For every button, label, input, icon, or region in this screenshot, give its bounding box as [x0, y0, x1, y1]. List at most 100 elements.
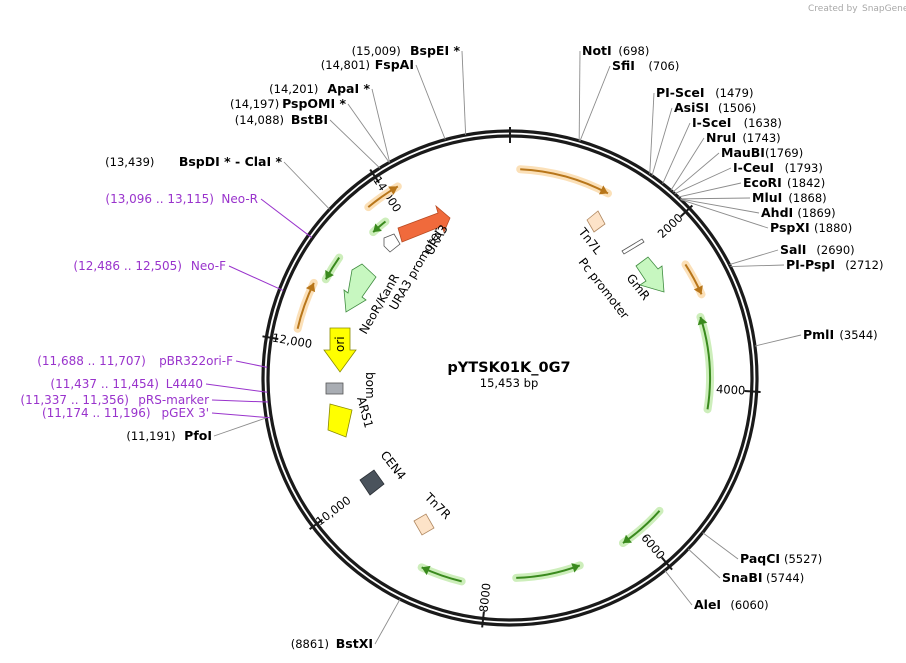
feature-cen4[interactable]: CEN4: [359, 448, 409, 496]
site-bstbi[interactable]: BstBI(14,088): [235, 112, 328, 127]
site-bspdi-clai-[interactable]: BspDI * - ClaI *(13,439): [105, 154, 282, 169]
site-name: MauBI: [721, 145, 765, 160]
feature-arc-arrow: [622, 534, 632, 544]
feature-arc-arrow: [697, 316, 708, 326]
primer-range: (11,688 .. 11,707): [37, 354, 146, 368]
feature-tn7r[interactable]: Tn7R: [413, 490, 454, 536]
site-bspei-[interactable]: BspEI *(15,009): [352, 43, 461, 58]
feature-ura3-promoter[interactable]: URA3 promoter: [383, 226, 445, 313]
site-pos: (698): [618, 44, 649, 58]
site-name: SnaBI: [722, 570, 763, 585]
site-leader: [329, 119, 381, 169]
feature-arc-arrow: [305, 282, 316, 293]
site-name: BstBI: [291, 112, 328, 127]
primer-range: (11,174 .. 11,196): [42, 406, 151, 420]
site-pos: (5744): [766, 571, 804, 585]
primer-leader: [260, 198, 312, 238]
site-noti[interactable]: NotI (698): [582, 43, 649, 58]
map-title: pYTSK01K_0G7: [447, 360, 570, 376]
site-ahdi[interactable]: AhdI(1869): [761, 205, 836, 220]
site-pi-scei[interactable]: PI-SceI(1479): [656, 85, 753, 100]
site-leader: [374, 598, 401, 645]
tick-label: 12,000: [271, 331, 313, 351]
feature-arc[interactable]: [520, 168, 609, 195]
site-leader: [651, 107, 673, 177]
site-pos: (6060): [730, 598, 768, 612]
primer-leader: [205, 383, 268, 393]
site-pfoi[interactable]: PfoI(11,191): [126, 428, 212, 443]
site-ecori[interactable]: EcoRI(1842): [743, 175, 825, 190]
feature-tn7l[interactable]: Tn7L: [575, 210, 606, 257]
site-pspomi-[interactable]: PspOMI *(14,197): [230, 96, 346, 111]
site-leader: [664, 570, 693, 606]
site-pos: (14,201): [269, 82, 318, 96]
primer-neo-f[interactable]: Neo-F(12,486 .. 12,505): [73, 259, 226, 273]
site-name: BspDI * - ClaI *: [179, 154, 283, 169]
feature-arc-glow: [512, 561, 584, 582]
primer-range: (11,337 .. 11,356): [20, 393, 129, 407]
primer-prs-marker[interactable]: pRS-marker(11,337 .. 11,356): [20, 393, 209, 407]
site-pos: (1880): [814, 221, 852, 235]
site-snabi[interactable]: SnaBI(5744): [722, 570, 804, 585]
site-leader: [579, 65, 611, 142]
primer-neo-r[interactable]: Neo-R(13,096 .. 13,115): [105, 192, 258, 206]
site-pos: (1479): [715, 86, 753, 100]
site-name: SalI: [780, 242, 806, 257]
site-leader: [461, 50, 467, 136]
feature-arc-glow: [516, 165, 612, 198]
site-name: NotI: [582, 43, 612, 58]
site-bstxi[interactable]: BstXI(8861): [291, 636, 373, 651]
tick-label: 10,000: [313, 493, 354, 528]
site-pos: (1638): [744, 116, 782, 130]
feature-arc[interactable]: [699, 316, 711, 410]
site-alei[interactable]: AleI(6060): [694, 597, 769, 612]
site-sfii[interactable]: SfiI(706): [612, 58, 679, 73]
site-i-scei[interactable]: I-SceI (1638): [692, 115, 782, 130]
feature-pc-promoter-label: Pc promoter: [576, 255, 632, 321]
primer-pgex-3-[interactable]: pGEX 3'(11,174 .. 11,196): [42, 406, 209, 420]
site-paqci[interactable]: PaqCI(5527): [740, 551, 822, 566]
site-leader: [283, 161, 330, 210]
primer-range: (12,486 .. 12,505): [73, 259, 182, 273]
feature-arc-arrow: [373, 223, 382, 233]
primer-l4440[interactable]: L4440(11,437 .. 11,454): [50, 377, 203, 391]
site-name: PspXI: [770, 220, 810, 235]
primer-range: (11,437 .. 11,454): [50, 377, 159, 391]
tick-label: 6000: [638, 531, 668, 562]
site-maubi[interactable]: MauBI(1769): [721, 145, 803, 160]
site-fspai[interactable]: FspAI(14,801): [321, 57, 414, 72]
site-leader: [347, 103, 390, 163]
site-name: I-SceI: [692, 115, 731, 130]
primer-pbr322ori-f[interactable]: pBR322ori-F (11,688 .. 11,707): [37, 354, 233, 368]
restriction-sites: BspEI *(15,009)FspAI(14,801) ApaI *(14,20…: [105, 43, 883, 651]
site-mlui[interactable]: MluI(1868): [752, 190, 827, 205]
site-pos: (1743): [742, 131, 780, 145]
site-leader: [729, 249, 779, 266]
site-nrui[interactable]: NruI(1743): [706, 130, 781, 145]
site-sali[interactable]: SalI (2690): [780, 242, 855, 257]
site-pspxi[interactable]: PspXI (1880): [770, 220, 852, 235]
site-name: PfoI: [184, 428, 212, 443]
site-pi-pspi[interactable]: PI-PspI(2712): [786, 257, 883, 272]
primer-range: (13,096 .. 13,115): [105, 192, 214, 206]
site-name: EcoRI: [743, 175, 782, 190]
site-pos: (706): [648, 59, 679, 73]
tick-label: 8000: [476, 582, 493, 613]
site-pos: (2690): [816, 243, 854, 257]
feature-ori[interactable]: ori: [323, 327, 357, 373]
site-i-ceui[interactable]: I-CeuI(1793): [733, 160, 823, 175]
feature-arc-arrow: [421, 565, 431, 576]
site-leader: [662, 122, 691, 184]
feature-ori-label: ori: [333, 336, 347, 352]
site-pmli[interactable]: PmlI(3544): [803, 327, 878, 342]
site-apai-[interactable]: ApaI *(14,201): [269, 81, 370, 96]
site-asisi[interactable]: AsiSI(1506): [674, 100, 756, 115]
feature-gmr[interactable]: GmR: [624, 256, 665, 303]
site-leader: [678, 182, 742, 198]
site-leader: [649, 92, 655, 175]
primer-name: pBR322ori-F: [159, 354, 233, 368]
feature-ars1[interactable]: ARS1: [327, 395, 376, 438]
site-pos: (1869): [797, 206, 835, 220]
feature-bom[interactable]: bom: [325, 372, 377, 399]
